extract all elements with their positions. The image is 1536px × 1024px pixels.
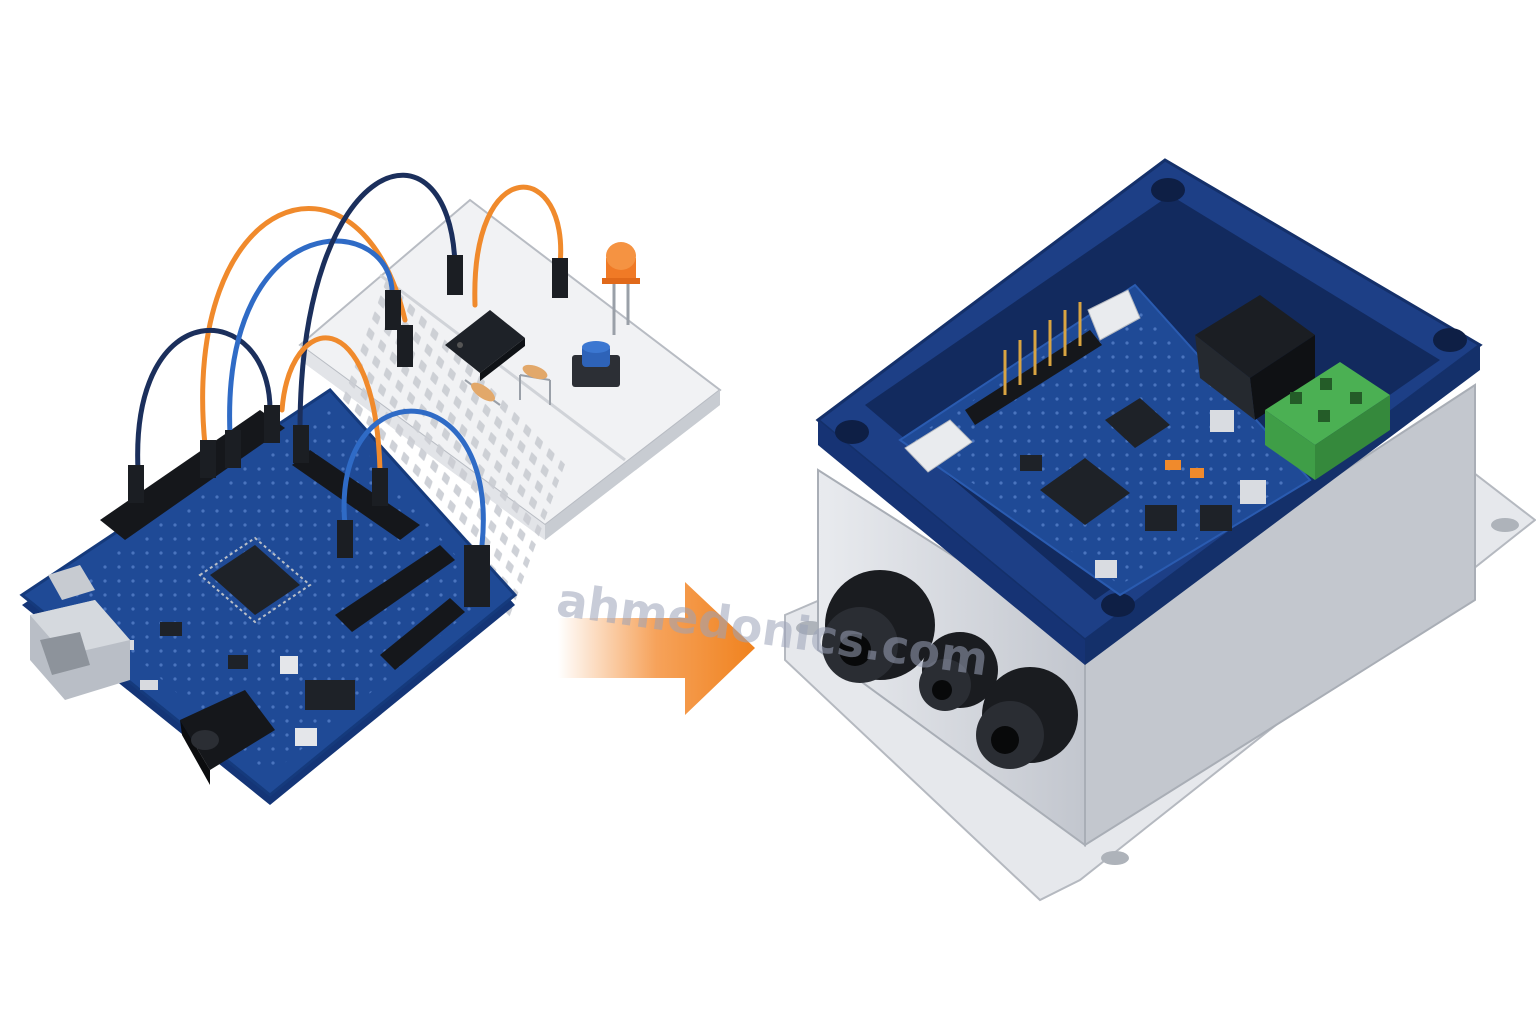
jst-connector — [904, 289, 1141, 473]
ic-chip — [445, 310, 525, 381]
pin-header — [965, 302, 1102, 425]
led-icon — [602, 242, 640, 335]
resistor — [464, 379, 501, 406]
wire-plugs — [128, 255, 568, 607]
resistor — [519, 364, 551, 405]
cable-gland — [822, 570, 935, 683]
ethernet-port — [1195, 295, 1315, 420]
push-button — [572, 341, 620, 387]
jumper-wires — [135, 172, 564, 548]
microcontroller-chip — [198, 536, 312, 624]
usb-port-icon — [30, 565, 130, 700]
cable-gland — [919, 632, 998, 711]
arrow-right-icon — [558, 582, 755, 715]
terminal-block — [1265, 362, 1390, 480]
breadboard — [298, 198, 722, 621]
enclosure — [784, 158, 1536, 902]
dc-jack — [180, 690, 275, 785]
cable-gland — [976, 667, 1078, 769]
product-pcb — [898, 283, 1312, 597]
